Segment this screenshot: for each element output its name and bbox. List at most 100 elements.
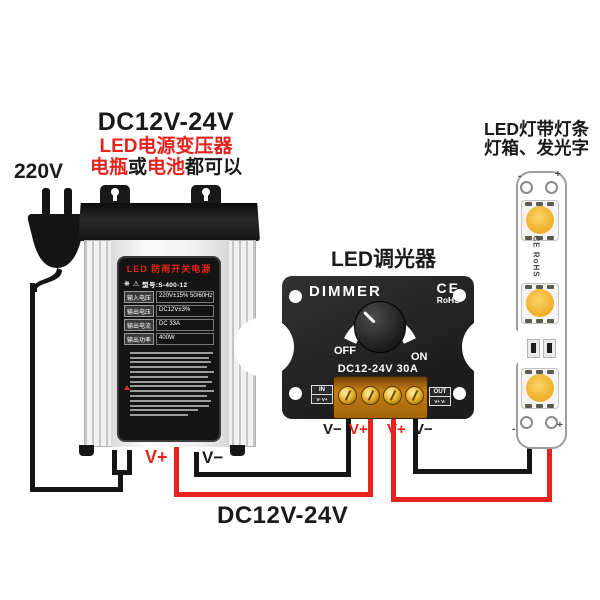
solder-pad <box>520 181 533 194</box>
psu-mount-tab <box>191 185 221 204</box>
psu-foot <box>230 445 245 456</box>
strip-top-minus: - <box>518 171 522 182</box>
mains-cord-wire <box>30 487 123 492</box>
dimmer-knob <box>354 301 406 353</box>
dimmer-off-label: OFF <box>334 345 356 357</box>
dimmer-title: LED调光器 <box>331 248 436 271</box>
led-chip <box>521 368 559 409</box>
psu-vminus-wire <box>194 452 199 477</box>
warning-triangle-icon: ⚠ <box>132 280 140 288</box>
dimmer-in-vplus-wire <box>368 414 373 497</box>
psu-mount-tab <box>100 185 130 204</box>
solder-pad <box>545 181 558 194</box>
led-chip <box>521 200 559 241</box>
led-chip <box>521 283 559 324</box>
strip-title-line2: 灯箱、发光字 <box>484 138 589 158</box>
dimmer-cert-marks: CE RoHS <box>437 281 460 305</box>
psu-headline-name: LED电源变压器 <box>99 136 233 157</box>
dimmer-on-label: ON <box>411 351 428 363</box>
strip-bottom-plus: + <box>557 420 563 431</box>
spec-value: 220V±15% 50/60Hz <box>156 291 214 303</box>
solder-pad <box>545 416 558 429</box>
dimmer-out-pinbox: OUT V+ V- <box>429 387 451 406</box>
dimmer-rating: DC12-24V 30A <box>337 363 419 375</box>
strip-vminus-wire <box>527 437 532 474</box>
spec-key: 输入电压 <box>124 291 155 303</box>
psu-input-wire <box>127 450 132 475</box>
resistor <box>543 339 556 358</box>
strip-top-plus: + <box>555 169 561 180</box>
dimmer-wire-label: V− <box>323 421 342 438</box>
psu-vminus-label: V− <box>202 448 224 467</box>
strip-title: LED灯带灯条 灯箱、发光字 <box>484 120 589 158</box>
terminal-screw <box>338 386 357 405</box>
psu-headline: DC12V-24V LED电源变压器 电瓶或电池都可以 <box>60 108 272 179</box>
note-part: 电瓶 <box>89 157 128 179</box>
dimmer-out-vplus-wire <box>391 414 396 502</box>
mains-cord-wire <box>30 283 35 492</box>
note-part: 电池 <box>147 157 186 179</box>
in-label: IN <box>312 386 332 395</box>
out-label: OUT <box>430 388 450 397</box>
warning-triangle-icon <box>124 385 130 390</box>
mounting-hole <box>453 387 466 400</box>
keyhole-icon <box>202 188 210 196</box>
dimmer-brand-text: DIMMER <box>309 283 382 300</box>
terminal-screw <box>361 386 380 405</box>
strip-bottom-minus: - <box>512 424 516 435</box>
ce-mark-icon: CE <box>436 280 460 296</box>
psu-warning-text-block <box>124 349 214 437</box>
psu-input-wire <box>112 470 132 475</box>
psu-headline-voltage: DC12V-24V <box>97 108 235 136</box>
strip-cert-text: CE RoHS <box>531 235 541 278</box>
note-part: 都可以 <box>185 157 243 179</box>
psu-headline-note: 电瓶或电池都可以 <box>60 157 272 178</box>
psu-vplus-wire <box>174 492 373 497</box>
output-voltage-label: DC12V-24V <box>217 502 349 529</box>
dimmer-wire-label: V− <box>414 421 433 438</box>
dimmer-wire-label: V+ <box>387 421 406 438</box>
solder-pad <box>520 416 533 429</box>
psu-vplus-wire <box>174 447 179 497</box>
mounting-hole <box>289 290 302 303</box>
dimmer-out-vplus-wire <box>391 497 552 502</box>
terminal-screw <box>405 386 424 405</box>
terminal-block <box>333 376 428 419</box>
psu-label-title: LED 防雨开关电源 <box>126 264 212 274</box>
dimmer-out-vminus-wire <box>413 414 418 474</box>
spec-value: DC12V±3% <box>156 305 214 317</box>
dimmer-in-pinbox: IN V- V+ <box>311 385 333 404</box>
in-pins: V- V+ <box>316 396 328 402</box>
dimmer-side-notch <box>234 317 294 377</box>
psu-vminus-wire <box>194 472 351 477</box>
spec-value: 400W <box>156 333 214 345</box>
led-emitter <box>526 206 554 234</box>
psu-foot <box>79 445 94 456</box>
resistor <box>527 339 540 358</box>
dimmer-face: DIMMER CE RoHS OFF ON DC12-24V 30A IN V-… <box>282 276 474 419</box>
psu-input-wire <box>112 450 117 475</box>
terminal-screw <box>383 386 402 405</box>
dimmer-wire-label: V+ <box>349 421 368 438</box>
psu-model: 型号:S-400-12 <box>142 282 188 289</box>
dimmer-out-vminus-wire <box>413 469 532 474</box>
strip-title-line1: LED灯带灯条 <box>484 119 589 139</box>
keyhole-icon <box>111 188 119 196</box>
mounting-hole <box>453 289 466 302</box>
spec-value: DC 33A <box>156 319 214 331</box>
spec-key: 输出电流 <box>124 319 155 331</box>
psu-top-cap <box>78 203 260 241</box>
mains-voltage-label: 220V <box>14 160 64 183</box>
mains-cord-wire <box>118 472 123 492</box>
power-plug-icon <box>27 188 87 292</box>
dimmer-in-vminus-wire <box>346 414 351 477</box>
keyhole-slot <box>113 193 117 201</box>
strip-vplus-wire <box>547 437 552 502</box>
cert-logo-icon: ❋ <box>124 280 130 288</box>
